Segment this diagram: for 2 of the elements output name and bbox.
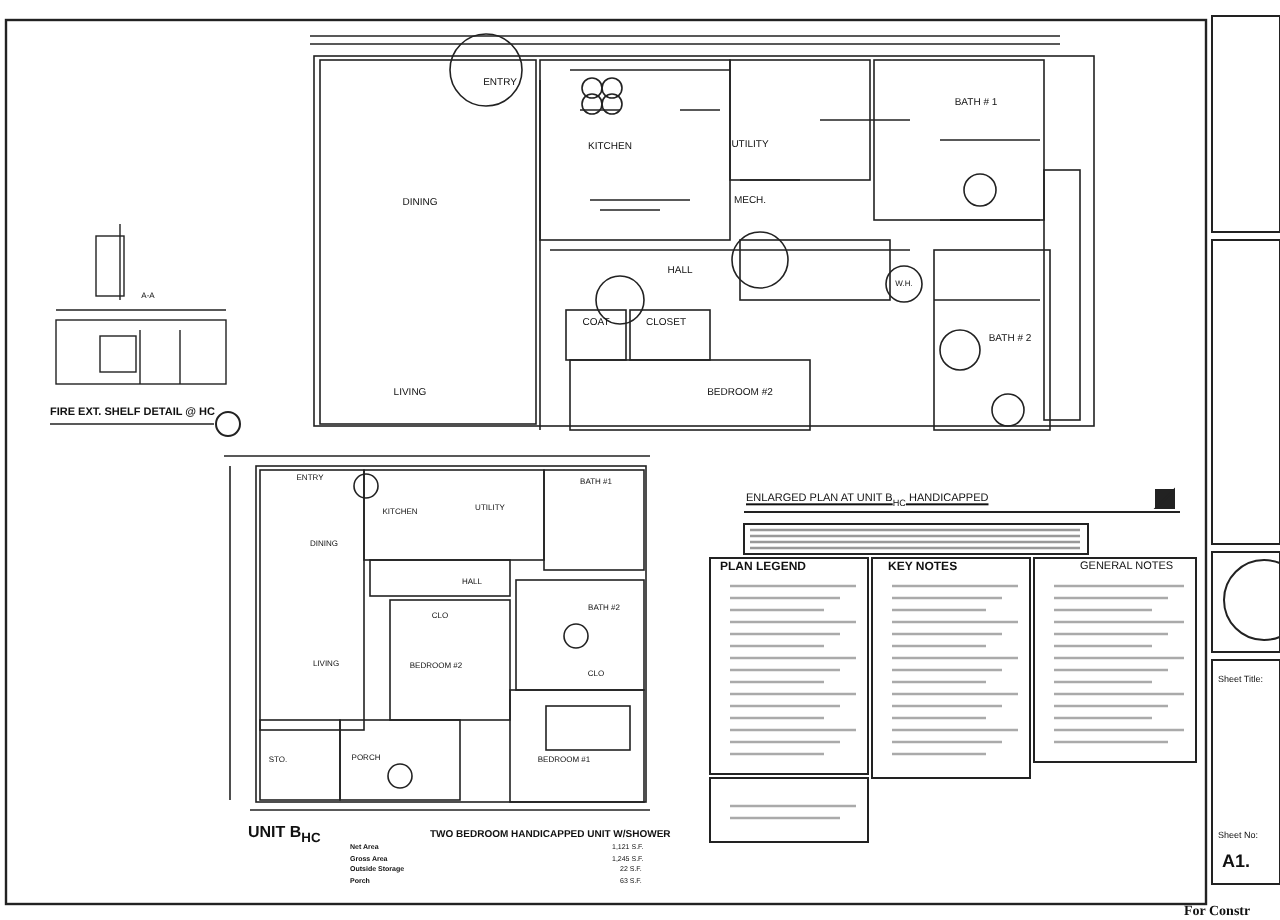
unit-title: UNIT B$_{HC}$ (248, 824, 321, 848)
sheet-number: A1. (1222, 853, 1251, 871)
